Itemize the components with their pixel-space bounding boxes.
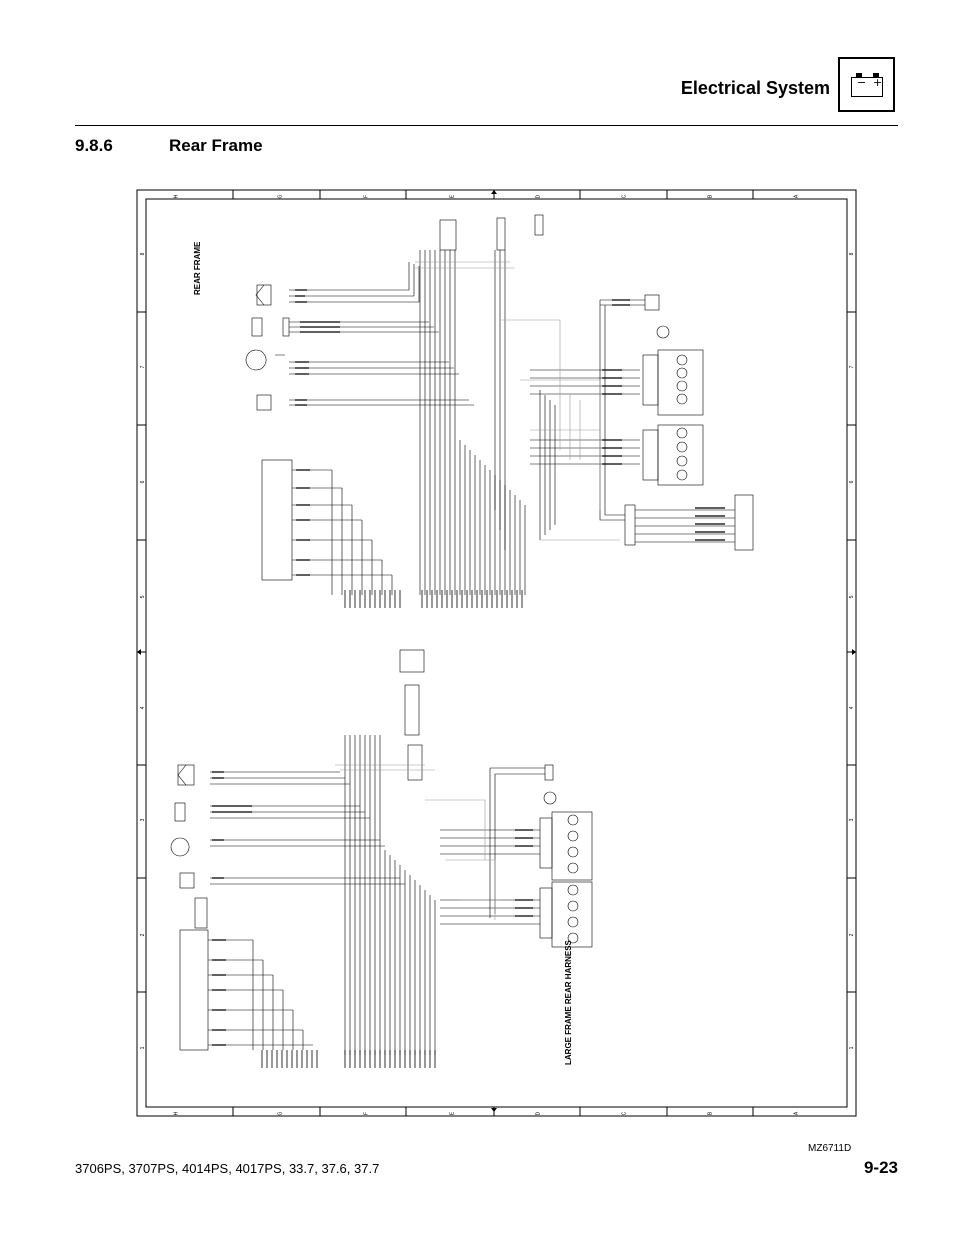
grid-column-label: D <box>535 1111 541 1115</box>
grid-row-label: 4 <box>849 706 855 709</box>
chapter-title: Electrical System <box>680 78 830 98</box>
section-title: Rear Frame <box>169 136 263 155</box>
grid-column-label: C <box>621 194 627 198</box>
grid-row-label: 7 <box>140 365 146 368</box>
grid-row-label: 8 <box>849 252 855 255</box>
figure-id: MZ6711D <box>808 1143 852 1154</box>
grid-column-label: H <box>173 194 179 198</box>
header-divider <box>75 125 898 126</box>
grid-row-label: 8 <box>140 252 146 255</box>
grid-row-label: 3 <box>849 818 855 821</box>
grid-column-label: H <box>173 1111 179 1115</box>
grid-row-label: 2 <box>849 933 855 936</box>
section-number: 9.8.6 <box>75 136 113 155</box>
grid-column-label: D <box>535 194 541 198</box>
grid-column-label: C <box>621 1111 627 1115</box>
battery-minus-sign: − <box>857 76 867 89</box>
footer-model-list: 3706PS, 3707PS, 4014PS, 4017PS, 33.7, 37… <box>75 1161 380 1176</box>
grid-column-label: A <box>793 194 799 198</box>
grid-column-label: A <box>793 1111 799 1115</box>
grid-row-label: 7 <box>849 365 855 368</box>
grid-column-label: E <box>449 194 455 198</box>
diagram-title-upper: REAR FRAME <box>193 241 202 295</box>
grid-row-label: 2 <box>140 933 146 936</box>
battery-plus-sign: + <box>873 76 883 89</box>
grid-row-label: 4 <box>140 706 146 709</box>
grid-row-label: 5 <box>140 595 146 598</box>
grid-column-label: F <box>363 195 369 198</box>
battery-icon: − + <box>838 57 895 112</box>
grid-row-label: 6 <box>140 480 146 483</box>
grid-row-label: 6 <box>849 480 855 483</box>
diagram-title-lower: LARGE FRAME REAR HARNESS <box>564 939 573 1065</box>
grid-column-label: G <box>277 1111 283 1115</box>
grid-row-label: 3 <box>140 818 146 821</box>
page-number: 9-23 <box>863 1158 898 1177</box>
grid-column-label: F <box>363 1112 369 1115</box>
grid-row-label: 1 <box>849 1046 855 1049</box>
grid-column-label: G <box>277 194 283 198</box>
grid-column-label: E <box>449 1111 455 1115</box>
grid-row-label: 1 <box>140 1046 146 1049</box>
grid-column-label: B <box>707 1111 713 1115</box>
grid-row-label: 5 <box>849 595 855 598</box>
grid-column-label: B <box>707 194 713 198</box>
